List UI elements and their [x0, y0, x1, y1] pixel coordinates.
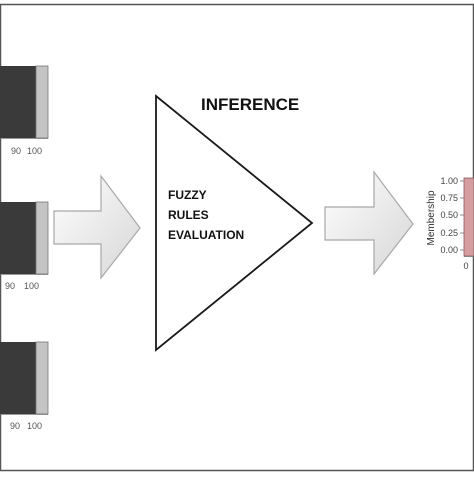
input-panel-3-dark-fill — [0, 342, 36, 414]
input-panel-1: 90 100 — [0, 65, 49, 156]
left-arrow-shape — [53, 174, 141, 280]
output-panel: Membership 1.00 0.75 0.50 0.25 0.00 0 — [426, 176, 474, 271]
input-panel-1-dark-fill — [0, 66, 36, 138]
input-panel-3-light-fill — [35, 341, 49, 415]
input-panel-2-light-fill — [35, 201, 49, 275]
input-panel-2-dark-fill — [0, 202, 36, 274]
input-panel-2-tick-90: 90 — [5, 281, 15, 291]
output-tick-0-25: 0.25 — [440, 228, 458, 238]
output-x-tick-0: 0 — [463, 261, 468, 271]
input-panel-3: 90 100 — [0, 341, 49, 431]
input-panel-3-tick-100: 100 — [27, 421, 42, 431]
process-line-rules: RULES — [168, 208, 209, 222]
output-tick-1-00: 1.00 — [440, 176, 458, 186]
process-line-fuzzy: FUZZY — [168, 188, 207, 202]
input-panel-2-tick-100: 100 — [24, 281, 39, 291]
output-tick-0-00: 0.00 — [440, 245, 458, 255]
input-panel-1-tick-90: 90 — [11, 146, 21, 156]
output-axis-label: Membership — [426, 190, 437, 245]
input-panel-2: 90 100 — [0, 201, 49, 291]
input-panel-1-tick-100: 100 — [27, 146, 42, 156]
output-tick-0-75: 0.75 — [440, 193, 458, 203]
input-panel-1-light-fill — [35, 65, 49, 139]
process-line-evaluation: EVALUATION — [168, 228, 244, 242]
inference-triangle — [155, 94, 314, 352]
input-panel-3-tick-90: 90 — [10, 421, 20, 431]
right-arrow-shape — [324, 170, 414, 276]
inference-title: INFERENCE — [201, 95, 299, 114]
output-membership-fill — [463, 177, 474, 257]
output-tick-0-50: 0.50 — [440, 210, 458, 220]
